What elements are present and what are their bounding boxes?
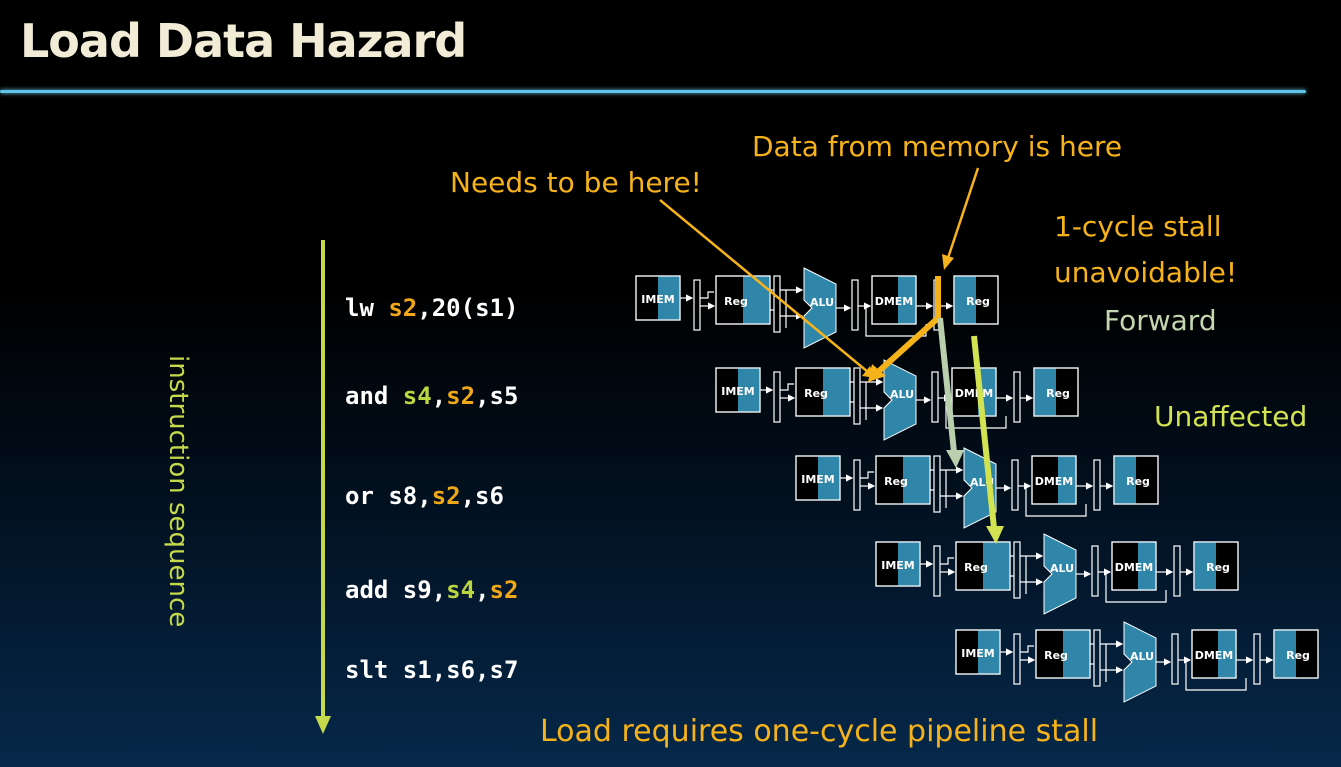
data-from-memory-note: Data from memory is here	[752, 130, 1123, 163]
instruction-token: s4	[402, 382, 432, 410]
needs-to-be-here-note: Needs to be here!	[450, 166, 702, 199]
reg-writeback-label: Reg	[966, 295, 990, 308]
reg-label: Reg	[1044, 649, 1068, 662]
imem-label: IMEM	[641, 293, 675, 306]
instruction-token: slt s1,s6,s7	[345, 656, 519, 684]
footer-note: Load requires one-cycle pipeline stall	[540, 714, 1099, 749]
instruction-token: s2	[388, 294, 418, 322]
instruction-token: ,	[475, 576, 490, 604]
imem-label: IMEM	[721, 385, 755, 398]
imem-label: IMEM	[881, 559, 915, 572]
reg-writeback-label: Reg	[1046, 387, 1070, 400]
imem-label: IMEM	[961, 647, 995, 660]
instruction-or: or s8,s2,s6	[345, 482, 504, 510]
dmem-label: DMEM	[1195, 649, 1234, 662]
dmem-label: DMEM	[955, 387, 994, 400]
imem-label: IMEM	[801, 473, 835, 486]
pipeline-row: IMEM Reg ALU DMEM Reg	[955, 621, 1319, 703]
instruction-token: s2	[489, 576, 519, 604]
instruction-token: ,s5	[475, 382, 519, 410]
alu-label: ALU	[810, 296, 834, 309]
dmem-label: DMEM	[1115, 561, 1154, 574]
instruction-add: add s9,s4,s2	[345, 576, 518, 604]
forward-note: Forward	[1104, 304, 1217, 337]
pipeline-row: IMEM Reg ALU DMEM Reg	[875, 533, 1239, 615]
pipeline-row: IMEM Reg ALU DMEM Reg	[635, 267, 999, 349]
instruction-lw: lw s2,20(s1)	[345, 294, 518, 322]
instruction-token: lw	[345, 294, 389, 322]
reg-writeback-label: Reg	[1126, 475, 1150, 488]
dmem-label: DMEM	[875, 295, 914, 308]
reg-label: Reg	[964, 561, 988, 574]
instruction-token: s4	[446, 576, 476, 604]
instruction-token: s2	[446, 382, 476, 410]
unaffected-arrow	[971, 335, 997, 529]
reg-label: Reg	[724, 295, 748, 308]
alu-label: ALU	[890, 388, 914, 401]
reg-label: Reg	[884, 475, 908, 488]
instruction-token: and	[345, 382, 403, 410]
pipeline-row: IMEM Reg ALU DMEM Reg	[715, 359, 1079, 441]
forward-arrow	[937, 317, 957, 453]
reg-writeback-label: Reg	[1286, 649, 1310, 662]
stall-note-line1: 1-cycle stall	[1054, 210, 1222, 243]
reg-writeback-label: Reg	[1206, 561, 1230, 574]
dmem-label: DMEM	[1035, 475, 1074, 488]
instruction-token: add s9,	[345, 576, 447, 604]
instruction-token: s2	[431, 482, 461, 510]
stall-note-line2: unavoidable!	[1054, 256, 1238, 289]
alu-label: ALU	[1130, 650, 1154, 663]
reg-label: Reg	[804, 387, 828, 400]
instruction-token: or s8,	[345, 482, 432, 510]
unaffected-note: Unaffected	[1154, 400, 1308, 433]
instruction-and: and s4,s2,s5	[345, 382, 518, 410]
stall-arrow	[875, 315, 941, 375]
instruction-token: ,s6	[460, 482, 504, 510]
instruction-token: ,20(s1)	[417, 294, 519, 322]
needs-here-arrow	[659, 199, 869, 373]
title-underline	[0, 90, 1306, 93]
instruction-slt: slt s1,s6,s7	[345, 656, 518, 684]
data-memory-arrow	[946, 167, 980, 259]
instruction-token: ,	[431, 382, 447, 410]
slide-title: Load Data Hazard	[20, 14, 467, 68]
alu-label: ALU	[1050, 562, 1074, 575]
